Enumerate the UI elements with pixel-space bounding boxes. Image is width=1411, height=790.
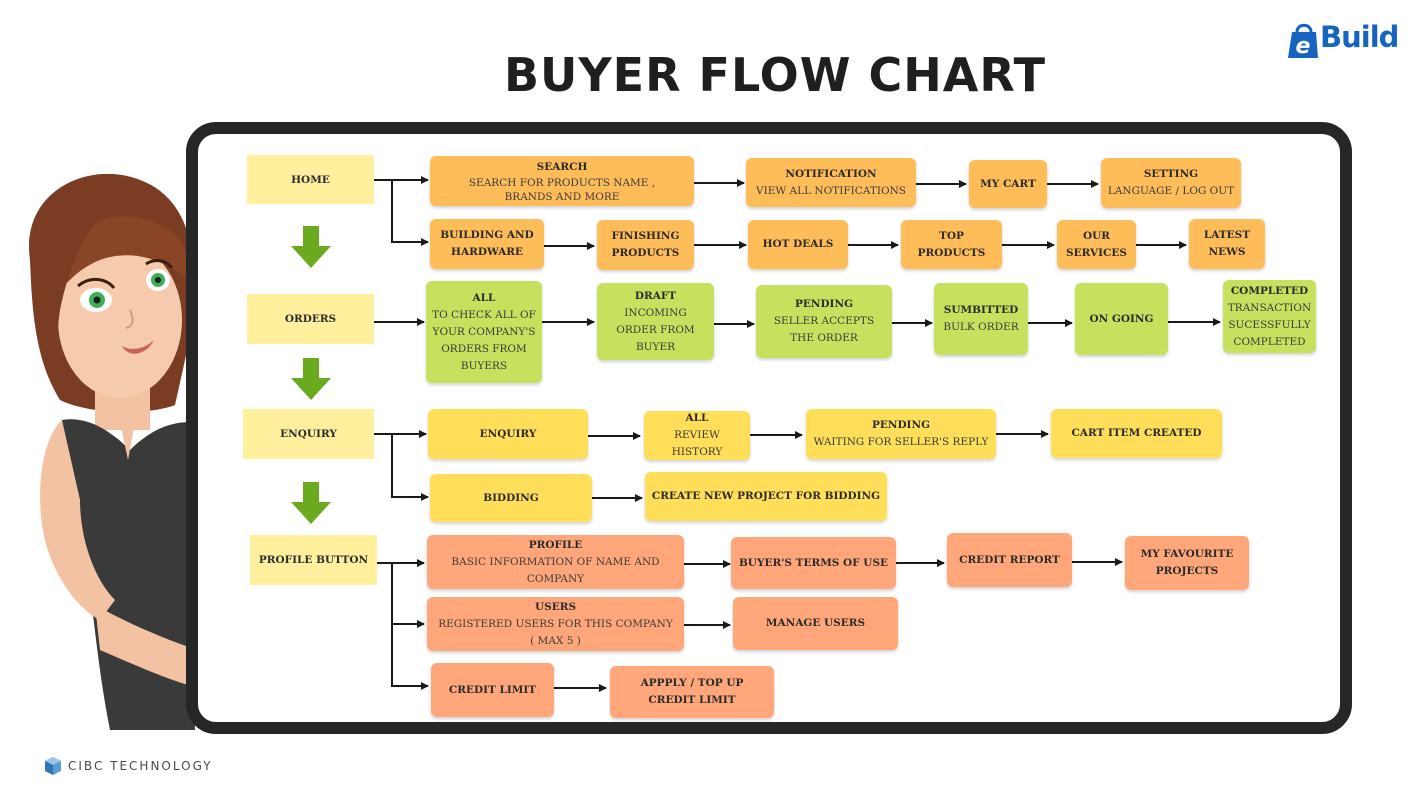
profile-node: PROFILE BASIC INFORMATION OF NAME AND CO…: [427, 535, 684, 589]
logo-text: Build: [1320, 20, 1399, 54]
top-products-node: TOP PRODUCTS: [901, 220, 1002, 269]
search-node: SEARCH SEARCH FOR PRODUCTS NAME , BRANDS…: [430, 156, 694, 206]
hot-deals-node: HOT DEALS: [748, 220, 848, 269]
footer-company: CIBC TECHNOLOGY: [68, 759, 213, 773]
finishing-products-node: FINISHING PRODUCTS: [597, 220, 694, 270]
orders-submitted-node: SUMBITTED BULK ORDER: [934, 283, 1028, 355]
category-home: HOME: [247, 155, 374, 204]
orders-all-node: ALL TO CHECK ALL OF YOUR COMPANY'S ORDER…: [426, 281, 542, 383]
enquiry-all-node: ALL REVIEW HISTORY: [644, 411, 750, 460]
down-arrow-icon: [291, 358, 331, 400]
apply-top-up-node: APPPLY / TOP UP CREDIT LIMIT: [610, 666, 774, 718]
enquiry-pending-node: PENDING WAITING FOR SELLER'S REPLY: [806, 409, 996, 459]
orders-completed-node: COMPLETED TRANSACTION SUCESSFULLY COMPLE…: [1223, 280, 1316, 353]
credit-limit-node: CREDIT LIMIT: [431, 663, 554, 717]
notification-node: NOTIFICATION VIEW ALL NOTIFICATIONS: [746, 158, 916, 207]
credit-report-node: CREDIT REPORT: [947, 533, 1072, 587]
bidding-node: BIDDING: [430, 474, 592, 522]
manage-users-node: MANAGE USERS: [733, 597, 898, 650]
cart-item-created-node: CART ITEM CREATED: [1051, 409, 1222, 458]
orders-pending-node: PENDING SELLER ACCEPTS THE ORDER: [756, 285, 892, 358]
footer-brand: CIBC TECHNOLOGY: [44, 756, 213, 776]
presenter-character-illustration: [29, 173, 271, 730]
create-new-project-node: CREATE NEW PROJECT FOR BIDDING: [645, 472, 887, 521]
ebuild-logo: e Build: [1284, 18, 1399, 62]
users-node: USERS REGISTERED USERS FOR THIS COMPANY …: [427, 597, 684, 651]
my-cart-node: MY CART: [969, 160, 1047, 208]
shopping-bag-icon: e: [1288, 23, 1318, 59]
down-arrow-icon: [291, 226, 331, 268]
our-services-node: OUR SERVICES: [1057, 220, 1136, 269]
down-arrow-icon: [291, 482, 331, 524]
setting-node: SETTING LANGUAGE / LOG OUT: [1101, 158, 1241, 208]
orders-ongoing-node: ON GOING: [1075, 283, 1168, 355]
enquiry-node: ENQUIRY: [428, 409, 588, 459]
category-orders: ORDERS: [247, 294, 374, 344]
cube-icon: [45, 757, 61, 775]
page-title: BUYER FLOW CHART: [503, 48, 1047, 102]
buyers-terms-node: BUYER'S TERMS OF USE: [731, 537, 896, 589]
category-profile: PROFILE BUTTON: [250, 535, 377, 585]
category-enquiry: ENQUIRY: [243, 409, 374, 459]
svg-text:e: e: [1296, 34, 1311, 59]
orders-draft-node: DRAFT INCOMING ORDER FROM BUYER: [597, 283, 714, 360]
latest-news-node: LATEST NEWS: [1189, 219, 1265, 269]
my-favourite-projects-node: MY FAVOURITE PROJECTS: [1125, 536, 1249, 590]
building-hardware-node: BUILDING AND HARDWARE: [430, 219, 544, 269]
